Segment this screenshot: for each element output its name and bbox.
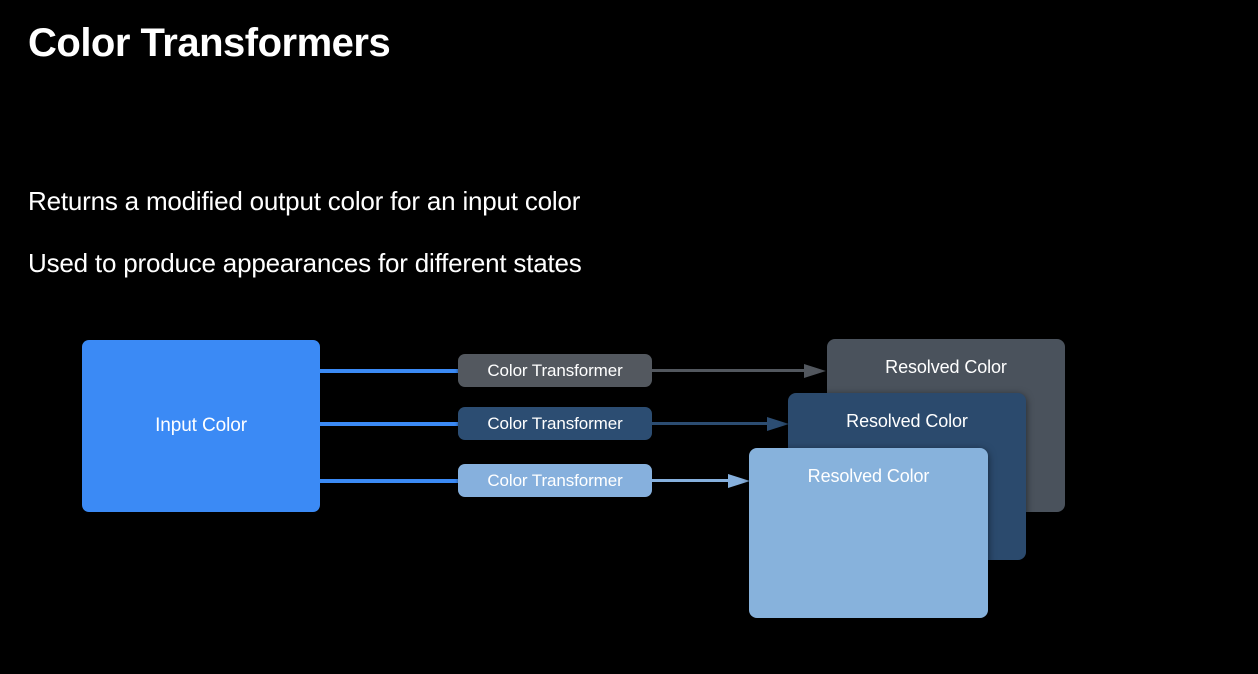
resolved-color-card-front-label: Resolved Color <box>807 466 930 486</box>
connector-line-2 <box>318 422 460 426</box>
input-color-node: Input Color <box>82 340 320 512</box>
arrow-shaft-2 <box>652 422 771 425</box>
arrow-shaft-3 <box>652 479 732 482</box>
arrow-shaft-1 <box>652 369 808 372</box>
input-color-label: Input Color <box>155 415 247 436</box>
connector-line-3 <box>318 479 460 483</box>
color-transformer-pill-3-label: Color Transformer <box>487 470 623 490</box>
bullet-line-1: Returns a modified output color for an i… <box>28 186 581 216</box>
resolved-color-card-middle-label: Resolved Color <box>846 411 968 431</box>
arrow-icon-3 <box>652 474 750 488</box>
color-transformer-pill-3: Color Transformer <box>458 464 652 497</box>
color-transformer-pill-1-label: Color Transformer <box>487 360 623 380</box>
color-transformer-pill-2: Color Transformer <box>458 407 652 440</box>
resolved-color-card-back-label: Resolved Color <box>885 357 1007 377</box>
bullet-line-2: Used to produce appearances for differen… <box>28 248 582 278</box>
arrow-head-1 <box>804 364 826 378</box>
arrow-icon-2 <box>652 417 789 431</box>
arrow-head-2 <box>767 417 789 431</box>
color-transformer-pill-1: Color Transformer <box>458 354 652 387</box>
arrow-head-3 <box>728 474 750 488</box>
color-transformer-pill-2-label: Color Transformer <box>487 413 623 433</box>
resolved-color-card-front: Resolved Color <box>749 448 988 618</box>
arrow-icon-1 <box>652 364 826 378</box>
connector-line-1 <box>318 369 460 373</box>
page-title: Color Transformers <box>28 21 391 65</box>
